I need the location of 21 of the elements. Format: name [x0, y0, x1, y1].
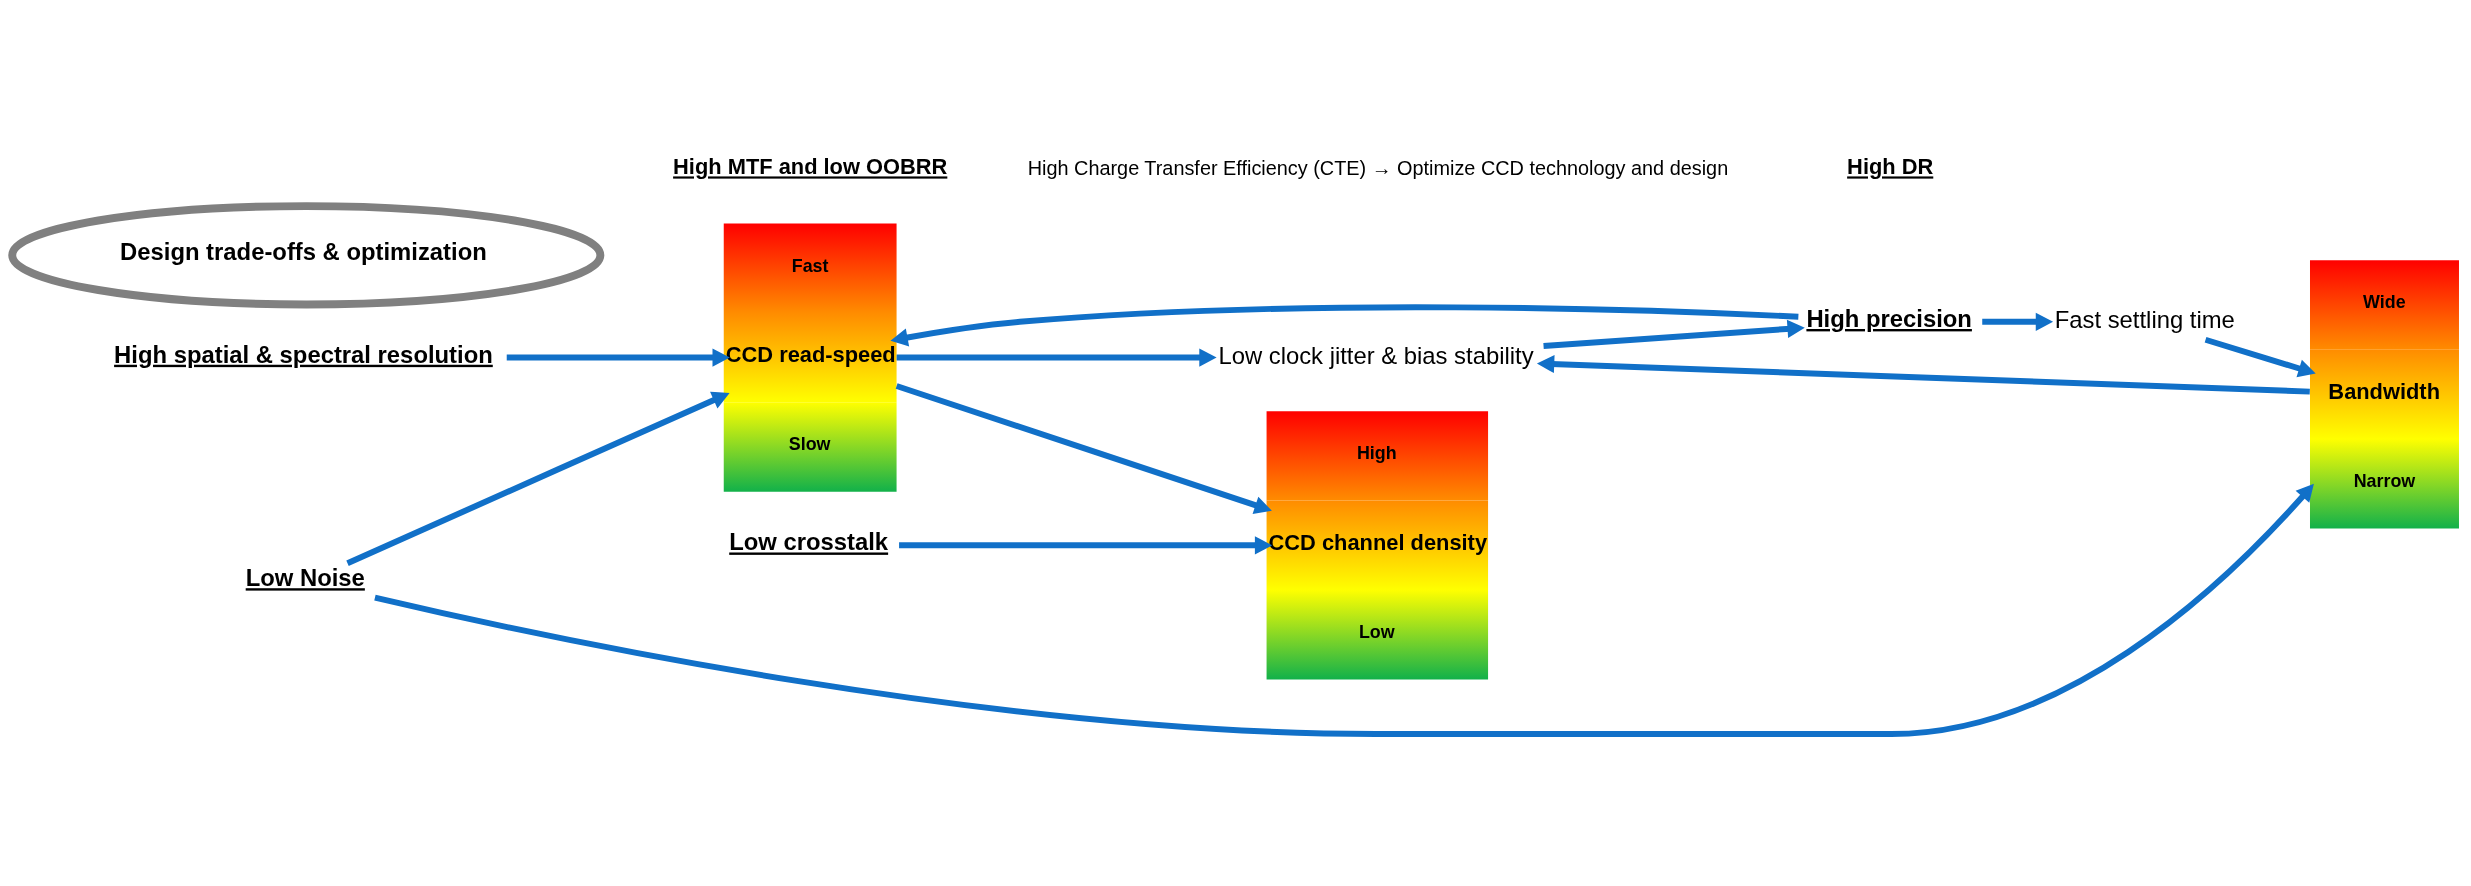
arrow [2204, 336, 2316, 378]
arrow [890, 304, 1799, 347]
arrow [896, 348, 1217, 367]
label: High DR [1847, 154, 1934, 180]
arrow [1536, 354, 2310, 395]
arrow [374, 483, 2314, 737]
node-text: Low Noise [245, 564, 365, 592]
arrow [899, 536, 1273, 555]
arrow [1543, 319, 1805, 349]
node-text: High spatial & spectral resolution [114, 340, 493, 368]
node-text: Low clock jitter & bias stability [1218, 341, 1534, 369]
arrow [1982, 312, 2054, 331]
label: High MTF and low OOBRR [673, 154, 948, 180]
node-text: Low crosstalk [729, 528, 889, 556]
node-ellipse: Design trade-offs & optimization [8, 202, 605, 309]
node-text: Fast settling time [2054, 305, 2235, 333]
node-text: High precision [1806, 304, 1972, 332]
arrow [895, 383, 1272, 514]
label: High Charge Transfer Efficiency (CTE) → Optimize CCD technology and design [1027, 156, 1729, 179]
arrow [506, 348, 730, 367]
arrow [346, 391, 730, 566]
